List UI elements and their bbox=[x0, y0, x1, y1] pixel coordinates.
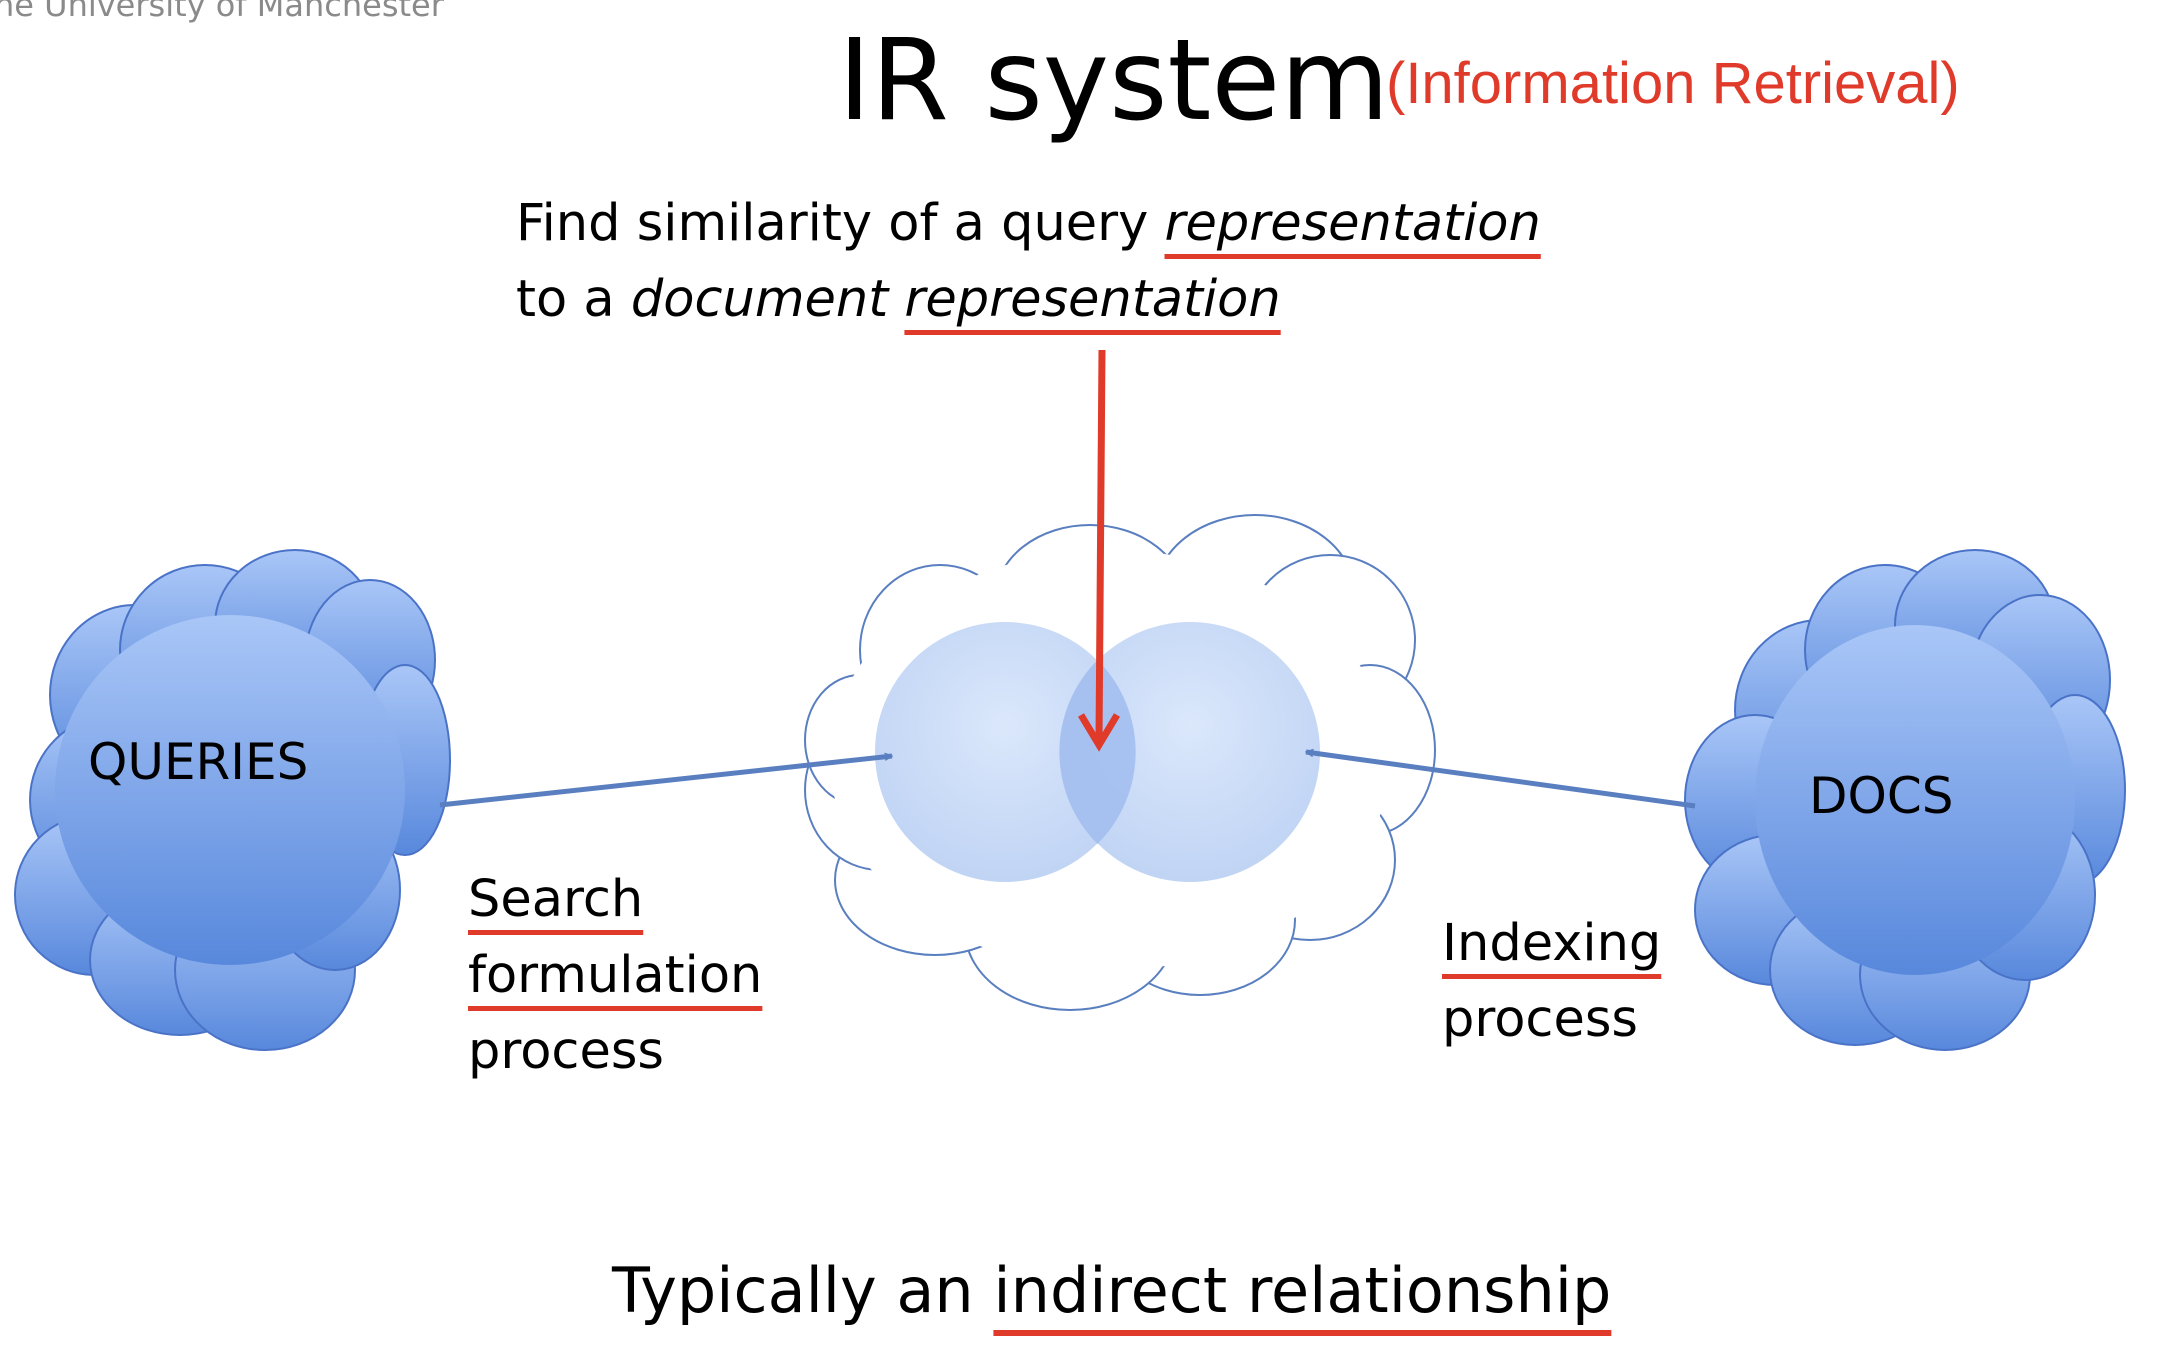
queries-cloud bbox=[14, 549, 451, 1051]
overlap-region bbox=[1059, 660, 1136, 844]
search-arrow bbox=[439, 756, 892, 808]
page-title: IR system bbox=[838, 16, 1390, 146]
similarity-line-2-space bbox=[888, 270, 904, 329]
indexing-process-line-1: Indexing bbox=[1442, 914, 1662, 973]
indirect-relationship-term: indirect relationship bbox=[993, 1254, 1612, 1327]
similarity-line-1: Find similarity of a query representatio… bbox=[516, 187, 1541, 261]
search-process-line-2: formulation bbox=[468, 946, 763, 1005]
search-process-line-3: process bbox=[468, 1022, 664, 1081]
university-logo-text: he University of Manchester bbox=[0, 0, 444, 24]
query-representation-term: representation bbox=[1164, 194, 1541, 253]
query-representation-circle bbox=[875, 622, 1135, 882]
search-process-line-1: Search bbox=[468, 870, 644, 929]
similarity-line-2-prefix: to a bbox=[516, 270, 631, 329]
footer-prefix: Typically an bbox=[612, 1254, 994, 1327]
queries-label: QUERIES bbox=[88, 733, 309, 791]
docs-cloud bbox=[1684, 549, 2126, 1051]
document-representation-term: representation bbox=[904, 270, 1281, 329]
document-representation-circle bbox=[1060, 622, 1320, 882]
docs-label: DOCS bbox=[1809, 767, 1954, 825]
page-subtitle: (Information Retrieval) bbox=[1386, 51, 1960, 116]
indexing-process-line-2: process bbox=[1442, 990, 1638, 1049]
representation-circles bbox=[875, 622, 1320, 882]
footer-statement: Typically an indirect relationship bbox=[612, 1246, 1611, 1336]
indexing-arrow bbox=[1306, 752, 1696, 809]
similarity-arrow bbox=[1077, 349, 1121, 752]
similarity-line-2: to a document representation bbox=[516, 263, 1281, 337]
similarity-line-1-prefix: Find similarity of a query bbox=[516, 194, 1165, 253]
document-term: document bbox=[630, 270, 889, 329]
